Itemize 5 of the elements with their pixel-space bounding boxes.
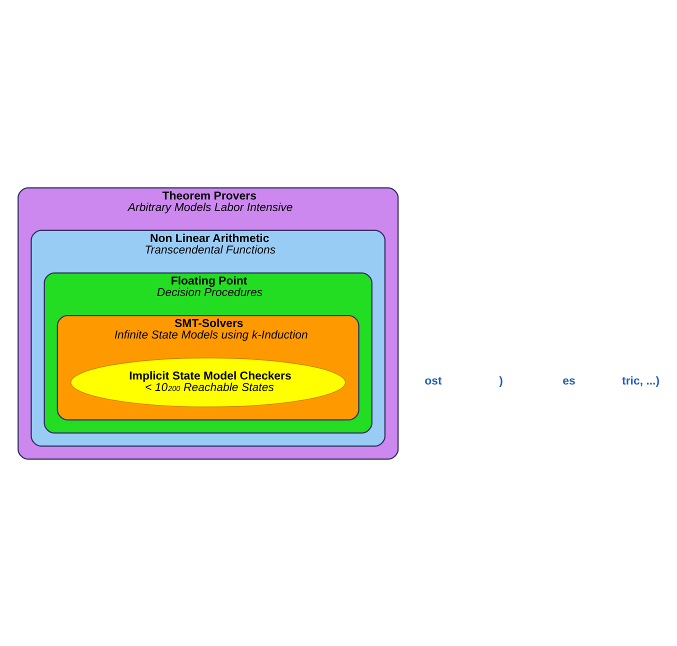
label: tric, ...)	[622, 375, 660, 388]
label: es	[562, 375, 576, 388]
label: )	[499, 375, 504, 388]
node-ellipse: Implicit State Model Checkers < 10200 Reachable States	[70, 357, 346, 407]
label: ost	[424, 375, 442, 388]
